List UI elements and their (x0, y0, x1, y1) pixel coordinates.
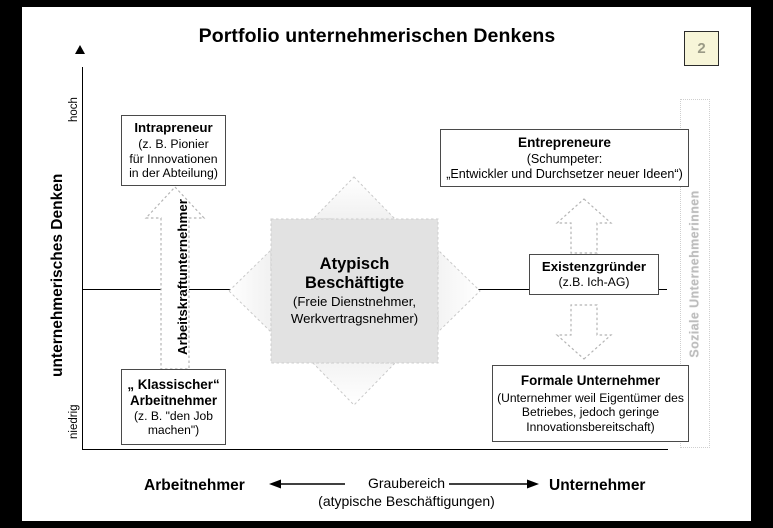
box-entrepreneure-line2: „Entwickler und Durchsetzer neuer Ideen“… (446, 166, 683, 181)
y-axis-title: unternehmerisches Denken (49, 173, 66, 377)
x-axis-right-label: Unternehmer (549, 477, 646, 494)
arrow-down-icon (555, 304, 613, 360)
four-way-arrow-icon (228, 176, 481, 406)
slide-canvas: Portfolio unternehmerischen Denkens 2 So… (22, 7, 751, 521)
box-intrapreneur-line3: in der Abteilung) (129, 166, 218, 181)
portfolio-axes-frame (82, 67, 668, 450)
box-intrapreneur-title: Intrapreneur (134, 120, 213, 136)
arbeitskraftunternehmer-arrow: Arbeitskraftunternehmer (144, 185, 206, 376)
box-formale-line3: Innovationsbereitschaft) (526, 419, 655, 434)
page-number-text: 2 (697, 40, 706, 57)
box-entrepreneure[interactable]: Entrepreneure (Schumpeter: „Entwickler u… (440, 129, 689, 187)
double-arrow-icon (269, 479, 539, 489)
page-title: Portfolio unternehmerischen Denkens (198, 25, 556, 47)
side-caption-text: Soziale Unternehmerinnen (688, 189, 702, 358)
box-existenzgruender[interactable]: Existenzgründer (z.B. Ich-AG) (529, 254, 659, 295)
atypisch-beschaeftigte-cross-arrow: Atypisch Beschäftigte (Freie Dienstnehme… (227, 175, 482, 407)
y-axis-high-label: hoch (68, 97, 80, 122)
box-formale-unternehmer[interactable]: Formale Unternehmer (Unternehmer weil Ei… (492, 365, 689, 442)
arbeitskraftunternehmer-label: Arbeitskraftunternehmer (175, 199, 190, 355)
box-entrepreneure-title: Entrepreneure (518, 134, 611, 150)
box-intrapreneur-line1: (z. B. Pionier (138, 137, 209, 152)
graubereich-arrows (267, 477, 542, 496)
arrow-up-icon (555, 198, 613, 254)
x-axis-middle-line1: Graubereich (367, 475, 446, 491)
box-klassischer-arbeitnehmer[interactable]: „ Klassischer“ Arbeitnehmer (z. B. "den … (121, 369, 226, 445)
box-formale-line2: Betriebes, jedoch geringe (521, 405, 660, 420)
box-klassischer-line2: machen") (147, 422, 200, 437)
formale-unternehmer-down-arrow (555, 303, 613, 366)
box-existenzgruender-title: Existenzgründer (541, 259, 647, 275)
box-formale-line1: (Unternehmer weil Eigentümer des (497, 391, 684, 405)
x-axis-left-label: Arbeitnehmer (144, 477, 245, 494)
page-number-badge: 2 (684, 31, 719, 66)
box-klassischer-title-line2: Arbeitnehmer (129, 392, 218, 408)
box-klassischer-line1: (z. B. "den Job (134, 408, 213, 423)
x-axis-middle-label: Graubereich (atypische Beschäftigungen) (284, 475, 529, 509)
box-formale-title: Formale Unternehmer (520, 373, 661, 389)
x-axis-middle-line2: (atypische Beschäftigungen) (318, 493, 495, 509)
box-existenzgruender-line1: (z.B. Ich-AG) (558, 275, 630, 290)
box-intrapreneur[interactable]: Intrapreneur (z. B. Pionier für Innovati… (121, 115, 226, 186)
box-klassischer-title-line1: „ Klassischer“ (127, 376, 220, 392)
y-axis-low-label: niedrig (68, 404, 80, 439)
y-axis-arrowhead-icon (74, 45, 85, 54)
side-caption-strip: Soziale Unternehmerinnen (680, 99, 710, 448)
box-intrapreneur-line2: für Innovationen (129, 151, 218, 166)
box-entrepreneure-line1: (Schumpeter: (526, 151, 603, 166)
entrepreneure-up-arrow (555, 197, 613, 260)
